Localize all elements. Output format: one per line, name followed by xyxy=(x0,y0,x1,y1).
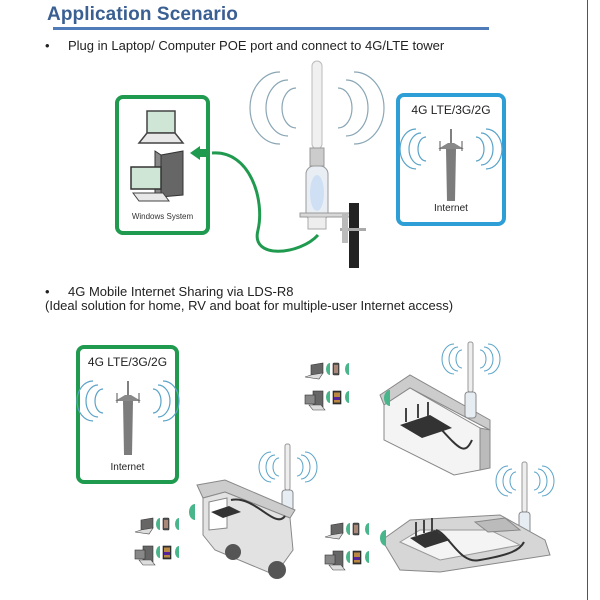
bullet-marker: • xyxy=(45,284,50,299)
desktop-computer-icon xyxy=(324,550,346,571)
network-type-label: 4G LTE/3G/2G xyxy=(411,103,491,117)
signal-waves-icon xyxy=(258,451,318,483)
title-underline xyxy=(53,27,489,30)
wifi-signal-icon xyxy=(189,504,195,520)
laptop-device xyxy=(304,362,330,380)
laptop-icon xyxy=(137,110,185,144)
section1-text: Plug in Laptop/ Computer POE port and co… xyxy=(68,38,445,53)
desktop-computer-icon xyxy=(130,150,184,202)
section2-subtext: (Ideal solution for home, RV and boat fo… xyxy=(45,298,454,313)
wifi-signal-icon xyxy=(345,363,349,375)
tablet-icon xyxy=(352,550,362,565)
page-edge-border xyxy=(587,0,588,600)
tower-panel-bottom: 4G LTE/3G/2G Internet xyxy=(76,345,180,484)
desktop-device xyxy=(324,550,350,571)
wifi-signal-icon xyxy=(365,523,369,535)
phone-device xyxy=(162,517,179,531)
phone-device xyxy=(332,362,349,376)
laptop-icon xyxy=(134,517,154,535)
bullet-marker: • xyxy=(45,38,50,53)
wifi-signal-icon xyxy=(384,390,390,406)
tablet-device xyxy=(162,545,179,560)
wifi-signal-icon xyxy=(365,551,369,563)
wifi-signal-icon xyxy=(326,391,330,403)
phone-icon xyxy=(352,522,360,536)
laptop-icon xyxy=(304,362,324,380)
wifi-signal-icon xyxy=(346,523,350,535)
signal-waves-icon xyxy=(441,343,501,375)
desktop-device xyxy=(304,390,330,411)
signal-waves-icon xyxy=(495,465,555,497)
section2-text: 4G Mobile Internet Sharing via LDS-R8 xyxy=(68,284,294,299)
rv-client-devices xyxy=(134,517,179,566)
internet-caption: Internet xyxy=(434,203,468,214)
tablet-device xyxy=(332,390,349,405)
wifi-signal-icon xyxy=(156,546,160,558)
network-type-label: 4G LTE/3G/2G xyxy=(87,355,168,369)
signal-waves-icon xyxy=(76,380,180,422)
signal-waves-icon xyxy=(399,128,503,170)
section2-bullet-item: • 4G Mobile Internet Sharing via LDS-R8 xyxy=(45,284,293,299)
boat-scene xyxy=(380,461,555,573)
desktop-computer-icon xyxy=(304,390,326,411)
wifi-signal-icon xyxy=(345,391,349,403)
signal-waves-icon xyxy=(249,71,385,145)
cell-tower-icon xyxy=(399,128,503,201)
windows-system-label: Windows System xyxy=(131,212,194,221)
desktop-device xyxy=(134,545,160,566)
wifi-signal-icon xyxy=(156,518,160,530)
home-client-devices xyxy=(304,362,349,411)
tablet-icon xyxy=(332,390,342,405)
phone-icon xyxy=(162,517,170,531)
wifi-signal-icon xyxy=(380,530,386,546)
wifi-signal-icon xyxy=(175,518,179,530)
tablet-icon xyxy=(162,545,172,560)
boat-client-devices xyxy=(324,522,369,571)
rv-scene xyxy=(189,443,318,579)
internet-caption: Internet xyxy=(110,462,145,473)
section1-bullet-item: • Plug in Laptop/ Computer POE port and c… xyxy=(45,38,444,53)
wifi-signal-icon xyxy=(175,546,179,558)
windows-system-panel: Windows System xyxy=(115,95,210,235)
tablet-device xyxy=(352,550,369,565)
tower-panel-top: 4G LTE/3G/2G Internet xyxy=(396,93,506,226)
phone-device xyxy=(352,522,369,536)
home-scene xyxy=(379,341,501,476)
desktop-computer-icon xyxy=(134,545,156,566)
laptop-icon xyxy=(324,522,344,540)
outdoor-antenna-device xyxy=(249,60,385,268)
cell-tower-icon xyxy=(76,380,180,455)
wifi-signal-icon xyxy=(326,363,330,375)
laptop-device xyxy=(134,517,160,535)
cable-arrow-icon xyxy=(190,146,200,160)
wifi-signal-icon xyxy=(346,551,350,563)
laptop-device xyxy=(324,522,350,540)
page-title: Application Scenario xyxy=(47,4,238,25)
phone-icon xyxy=(332,362,340,376)
